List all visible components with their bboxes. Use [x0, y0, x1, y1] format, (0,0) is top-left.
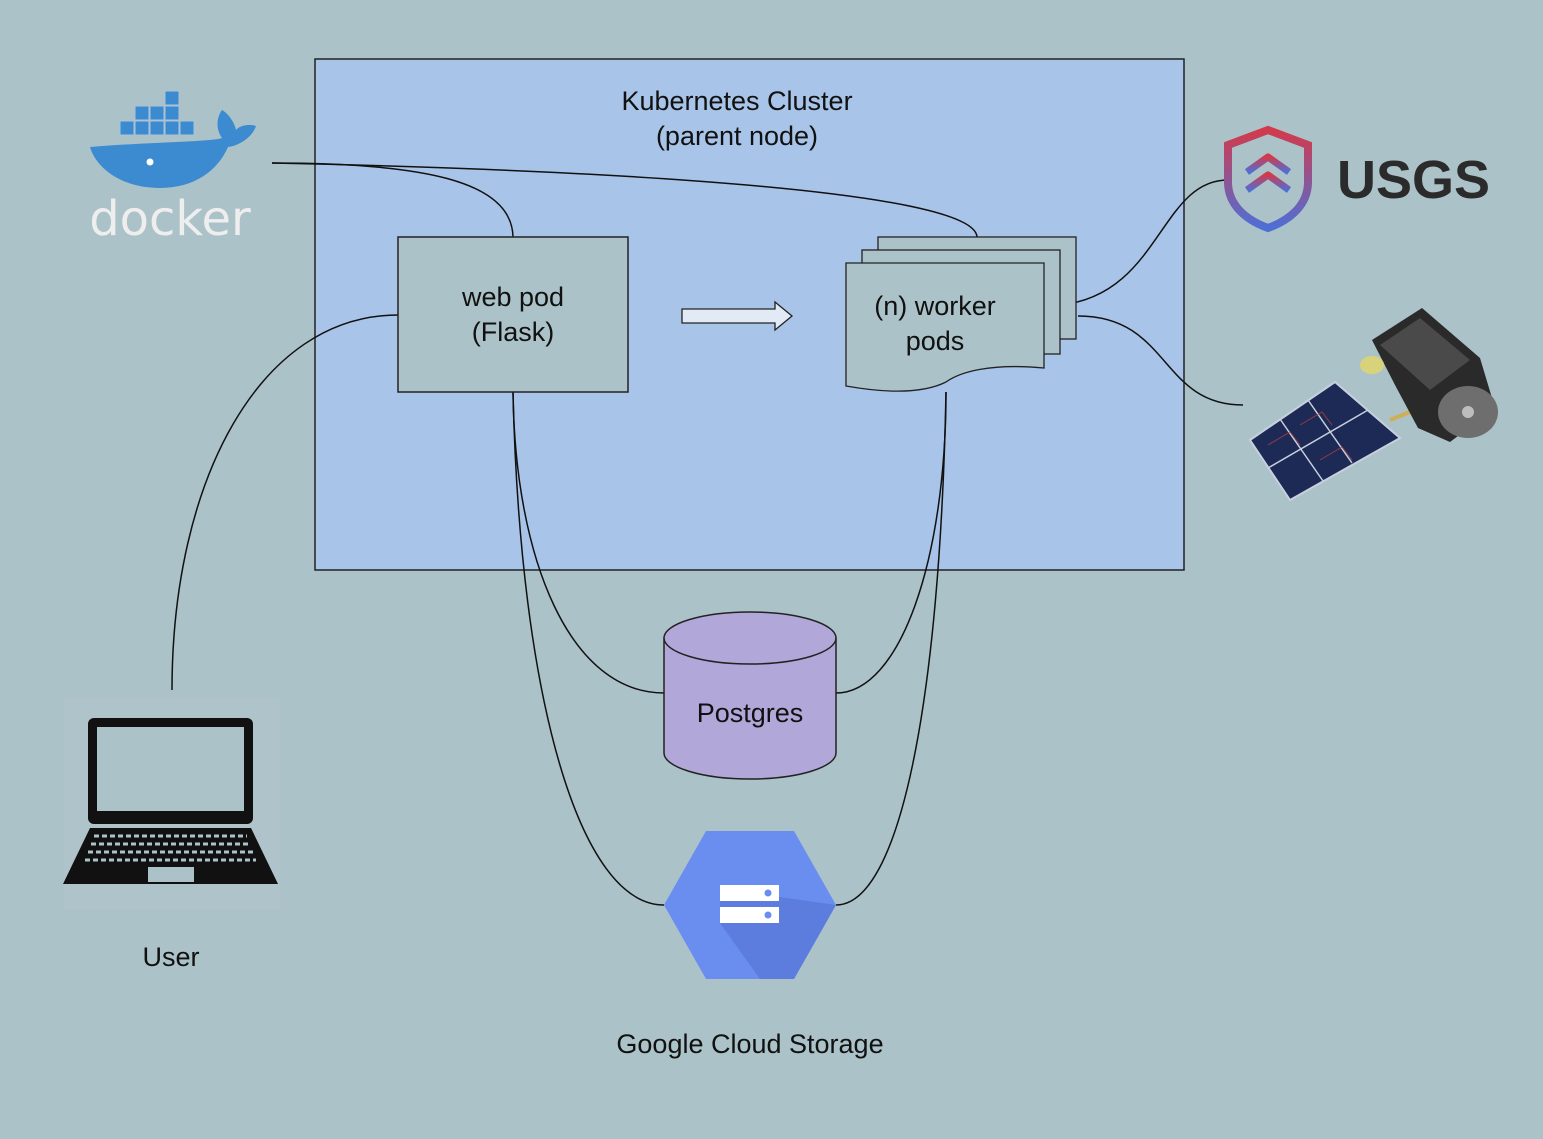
arrow-right-icon [681, 300, 794, 332]
docker-containers [119, 90, 195, 136]
satellite-dish-center [1462, 406, 1474, 418]
usgs-chevron-top [1244, 153, 1292, 175]
satellite-panel-circuits [1267, 411, 1353, 461]
laptop-screen [97, 727, 244, 811]
laptop-icon[interactable] [63, 697, 280, 909]
edge-workers-satellite [1077, 315, 1244, 406]
worker-pods-line1: (n) worker [874, 291, 996, 321]
postgres-label: Postgres [697, 698, 804, 728]
satellite-panel-grid [1267, 399, 1369, 482]
storage-server-top [720, 885, 779, 901]
laptop-keyboard-base [63, 828, 278, 884]
cluster-title-line2: (parent node) [656, 121, 818, 151]
cluster-title-line1: Kubernetes Cluster [621, 86, 852, 116]
postgres-database[interactable]: Postgres [663, 611, 837, 780]
usgs-shield-icon [1224, 125, 1312, 233]
storage-led-top [764, 889, 772, 897]
web-pod-box[interactable] [397, 236, 629, 393]
satellite-icon[interactable] [1248, 308, 1498, 502]
storage-led-bottom [764, 911, 772, 919]
web-pod[interactable]: web pod (Flask) [397, 236, 629, 393]
database-icon [663, 638, 837, 780]
worker-pods-line2: pods [906, 326, 965, 356]
web-pod-line1: web pod [461, 282, 564, 312]
edge-web-storage [512, 391, 665, 906]
edge-user-web [171, 314, 399, 691]
laptop-touchpad [148, 867, 194, 882]
docker-whale [90, 110, 256, 188]
worker-pod-front[interactable] [845, 262, 1045, 392]
storage-server-bottom [720, 907, 779, 923]
edge-web-postgres [512, 391, 665, 694]
docker-wordmark: docker [89, 191, 251, 247]
docker-logo[interactable]: docker [89, 90, 256, 247]
satellite-lens [1360, 356, 1384, 374]
edge-workers-storage [835, 391, 947, 906]
database-top [663, 611, 837, 665]
usgs-wordmark: USGS [1337, 150, 1490, 210]
edge-docker-workers [271, 162, 978, 238]
satellite-solar-panel [1248, 380, 1402, 502]
connections [171, 162, 1244, 906]
usgs-chevron-bottom [1244, 171, 1292, 193]
cloud-storage-icon[interactable] [664, 831, 836, 979]
satellite-body-top [1380, 318, 1470, 390]
laptop-keys [85, 834, 256, 862]
web-pod-line2: (Flask) [472, 317, 555, 347]
usgs-logo[interactable]: USGS [1224, 125, 1490, 233]
user-label: User [142, 942, 199, 972]
worker-pods[interactable]: (n) worker pods [845, 236, 1077, 392]
storage-label: Google Cloud Storage [616, 1029, 883, 1059]
edge-workers-usgs [1059, 179, 1229, 306]
docker-whale-eye [146, 158, 154, 166]
